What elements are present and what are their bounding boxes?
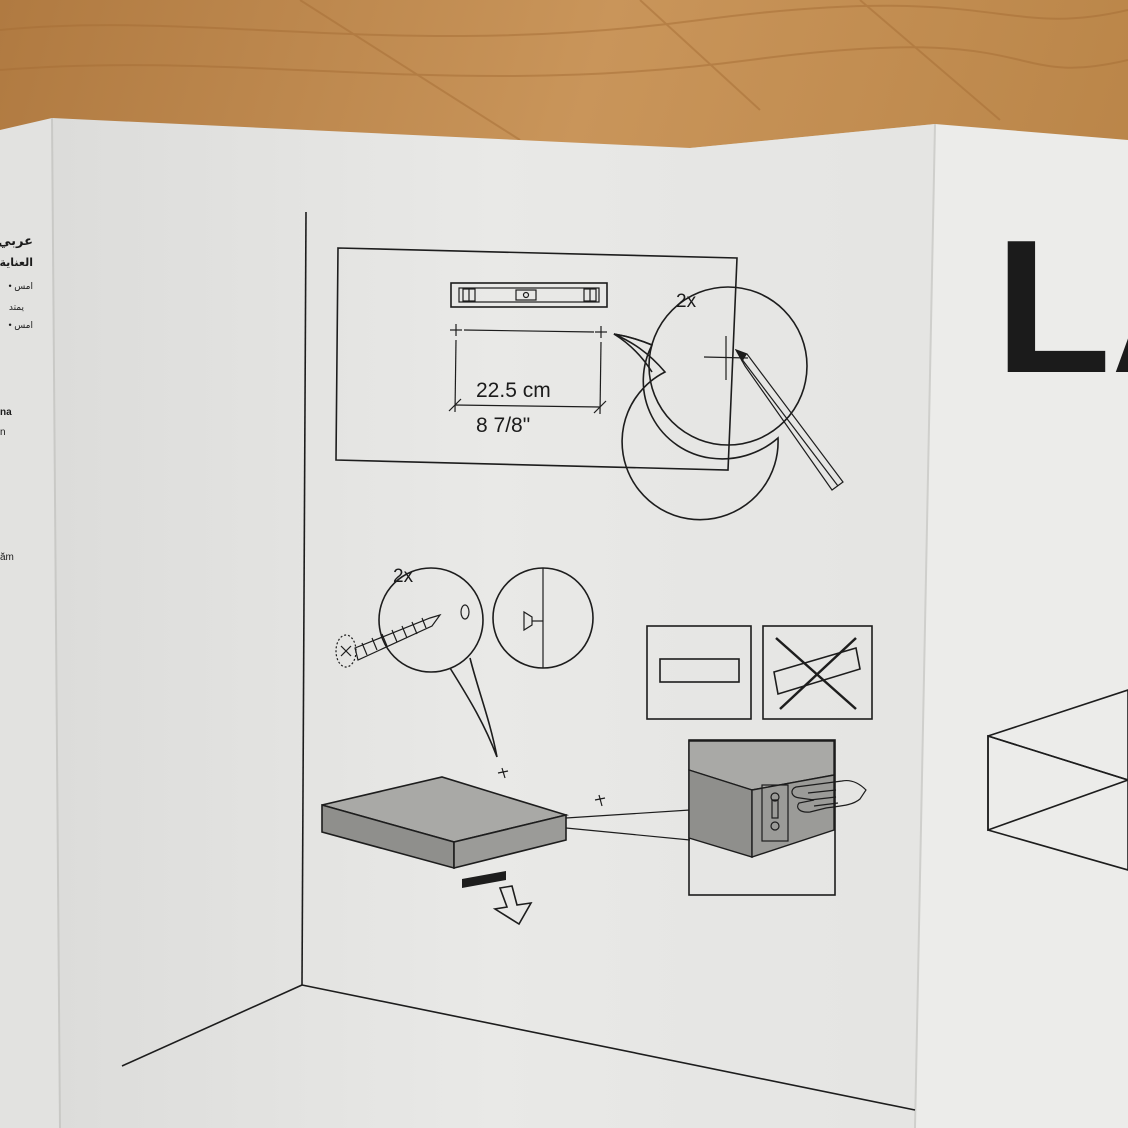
- zoom-circle: [648, 286, 808, 446]
- zoom-projection-lines: [565, 809, 691, 819]
- bracket-shelf-side: [751, 774, 835, 858]
- wood-grain: [0, 0, 1128, 141]
- spirit-level-icon: [450, 282, 608, 308]
- cross-icon: [775, 637, 857, 710]
- correct-position-panel: [646, 625, 752, 720]
- screw-in-wall-icon: [523, 610, 543, 632]
- drill-mark-right: [595, 326, 607, 338]
- small-screw-top-icon: [497, 767, 509, 779]
- screw-icon: [335, 613, 442, 668]
- pointing-hand-icon: [791, 779, 867, 813]
- left-text-arabic-bullet-1: • امس: [9, 281, 33, 291]
- shelf-box-icon: [321, 776, 691, 870]
- left-text-latin-1: na: [0, 407, 12, 418]
- left-text-arabic-heading: العناية: [0, 257, 33, 269]
- left-panel-text: عربي العناية • امس يمتد • امس na n ăm: [0, 233, 33, 563]
- dimension-inch-label: 8 7/8": [476, 414, 530, 437]
- left-text-arabic-bullet-2: • امس: [9, 320, 33, 330]
- shelf-illustration-large: [987, 689, 1128, 871]
- fold-crease-right: [914, 123, 936, 1128]
- room-corner-lines: [121, 211, 916, 1111]
- right-panel: LA: [987, 201, 1128, 871]
- drill-hole-icon: [460, 604, 470, 620]
- left-text-arabic-line: يمتد: [9, 302, 25, 312]
- left-text-latin-3: ăm: [0, 552, 14, 563]
- shelf-side-face: [453, 813, 567, 870]
- screw-zoom-circle: [378, 567, 484, 673]
- dimension-cm-label: 22.5 cm: [476, 379, 551, 402]
- keyhole-bracket-icon: [761, 784, 789, 842]
- dimension-arrow-line: [454, 404, 601, 408]
- small-screw-side-icon: [594, 794, 606, 807]
- mark-guide-line: [463, 329, 595, 333]
- drill-mark-left: [450, 324, 462, 336]
- product-title-fragment: LA: [995, 201, 1128, 413]
- step-screw: 2x: [335, 566, 606, 807]
- push-down-arrow-icon: [462, 871, 533, 926]
- left-text-arabic-title: عربي: [0, 233, 33, 248]
- bubble-tail: [613, 333, 653, 373]
- incorrect-position-panel: [762, 625, 873, 720]
- bracket-detail-panel: [688, 739, 867, 896]
- left-panel-paper: [0, 118, 60, 1128]
- step-mark-holes: 22.5 cm 8 7/8" 2x: [335, 247, 844, 521]
- mark-quantity-label: 2x: [676, 291, 697, 312]
- screw-bubble-tail: [449, 657, 498, 758]
- wall-panel-outline: [335, 247, 738, 471]
- left-text-latin-2: n: [0, 427, 6, 438]
- right-panel-paper: [915, 124, 1128, 1128]
- fold-crease-left: [51, 117, 61, 1128]
- pencil-icon: [734, 348, 844, 491]
